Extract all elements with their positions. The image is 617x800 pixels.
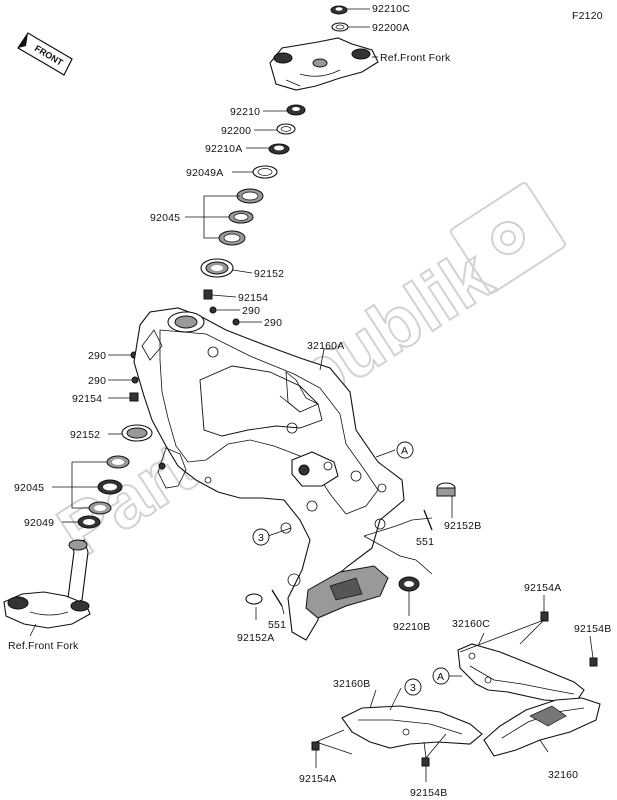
- race-92152-upper: [200, 258, 234, 278]
- leader-lines: [29, 8, 594, 782]
- bearing-92045-lower-c: [88, 501, 112, 515]
- nut-92210b: [398, 576, 420, 592]
- label-92210a: 92210A: [205, 143, 242, 155]
- circle-3-frame-label: 3: [258, 532, 264, 544]
- plug-290-d: [131, 376, 139, 384]
- race-92152-left: [121, 424, 153, 442]
- plug-290-a: [209, 306, 217, 314]
- circle-3-bottom-label: 3: [410, 682, 416, 694]
- side-cover-32160b: [341, 705, 483, 749]
- nut-92210: [286, 104, 306, 116]
- label-92154-top: 92154: [238, 292, 268, 304]
- label-32160: 32160: [548, 769, 578, 781]
- label-290-b: 290: [264, 317, 282, 329]
- label-92154-left: 92154: [72, 393, 102, 405]
- label-32160c: 32160C: [452, 618, 490, 630]
- seal-92049a: [252, 165, 278, 179]
- side-cover-32160: [483, 697, 601, 757]
- bolt-92154a-bottom: [311, 741, 320, 751]
- label-92200: 92200: [221, 125, 251, 137]
- label-92210c: 92210C: [372, 3, 410, 15]
- label-ref-front-fork-top: Ref.Front Fork: [380, 52, 451, 64]
- label-92045-top: 92045: [150, 212, 180, 224]
- label-551-right: 551: [416, 536, 434, 548]
- bolt-92154-left: [129, 392, 139, 402]
- label-290-c: 290: [88, 350, 106, 362]
- label-92154b-top: 92154B: [574, 623, 611, 635]
- front-arrow-icon: FRONT: [17, 32, 73, 76]
- pin-551-right: [423, 509, 433, 531]
- upper-triple-clamp: [269, 37, 379, 91]
- callout-circle-3-bottom: 3: [404, 678, 422, 696]
- circle-a-bottom-label: A: [437, 671, 444, 683]
- label-92200a: 92200A: [372, 22, 409, 34]
- bearing-92045-lower-b: [97, 479, 123, 495]
- pin-551-left: [271, 589, 283, 607]
- part-labels: 92210C 92200A Ref.Front Fork 92210 92200…: [8, 3, 611, 799]
- label-290-a: 290: [242, 305, 260, 317]
- collar-92152a: [245, 593, 263, 605]
- label-92049: 92049: [24, 517, 54, 529]
- label-92049a: 92049A: [186, 167, 223, 179]
- callout-circle-a-bottom: A: [432, 667, 450, 685]
- label-92152a: 92152A: [237, 632, 274, 644]
- label-290-d: 290: [88, 375, 106, 387]
- label-ref-front-fork-bottom: Ref.Front Fork: [8, 640, 79, 652]
- callout-circle-3-frame: 3: [252, 528, 270, 546]
- figure-code: F2120: [572, 10, 603, 22]
- label-92154a-bottom: 92154A: [299, 773, 336, 785]
- side-cover-32160c: [457, 643, 585, 703]
- bolt-92154-upper: [203, 289, 213, 300]
- seal-92049: [77, 515, 101, 529]
- callout-circle-a-frame: A: [396, 441, 414, 459]
- label-92152-left: 92152: [70, 429, 100, 441]
- label-92152b: 92152B: [444, 520, 481, 532]
- label-92210b: 92210B: [393, 621, 430, 633]
- label-92154b-bottom: 92154B: [410, 787, 447, 799]
- bearing-92045-upper-c: [218, 230, 246, 246]
- plug-290-b: [232, 318, 240, 326]
- label-92154a-top: 92154A: [524, 582, 561, 594]
- lower-triple-clamp: [3, 539, 91, 629]
- label-32160b: 32160B: [333, 678, 370, 690]
- bearing-92045-lower-a: [106, 455, 130, 469]
- gear-badge-icon: [450, 182, 566, 294]
- label-551-left: 551: [268, 619, 286, 631]
- label-92045-left: 92045: [14, 482, 44, 494]
- label-92152-top: 92152: [254, 268, 284, 280]
- bolt-92154b-top: [589, 657, 598, 667]
- bolt-92154b-bottom: [421, 757, 430, 767]
- bearing-92045-upper-a: [236, 188, 264, 204]
- main-frame-32160a: [133, 307, 405, 641]
- nut-92210c: [330, 5, 348, 15]
- bolt-92154a-top: [540, 611, 549, 622]
- bearing-92045-upper-b: [228, 210, 254, 224]
- nut-92210a: [268, 143, 290, 155]
- washer-92200: [276, 123, 296, 135]
- circle-a-frame-label: A: [401, 445, 408, 457]
- label-92210: 92210: [230, 106, 260, 118]
- label-32160a: 32160A: [307, 340, 344, 352]
- washer-92200a: [331, 22, 349, 32]
- collar-92152b: [436, 482, 456, 497]
